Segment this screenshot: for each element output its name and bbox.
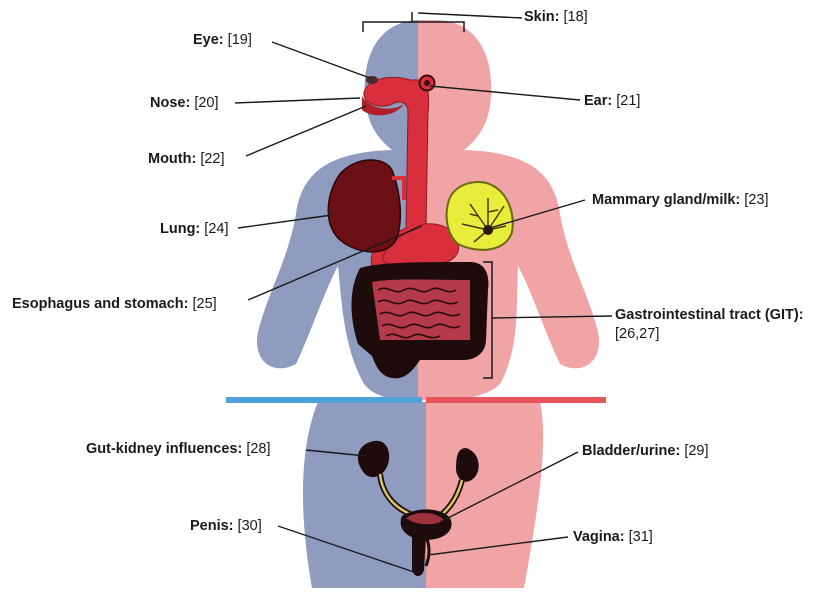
leader-skin bbox=[418, 13, 522, 18]
label-skin-ref: [18] bbox=[563, 9, 587, 25]
label-lung-ref: [24] bbox=[204, 221, 228, 237]
label-bladder-name: Bladder/urine: bbox=[582, 443, 680, 459]
leader-mouth bbox=[246, 106, 366, 156]
label-nose: Nose: [20] bbox=[150, 94, 219, 112]
label-mouth: Mouth: [22] bbox=[148, 150, 225, 168]
label-esophagus: Esophagus and stomach: [25] bbox=[12, 295, 217, 313]
label-esophagus-ref: [25] bbox=[192, 296, 216, 312]
label-bladder-ref: [29] bbox=[684, 443, 708, 459]
leader-nose bbox=[235, 98, 360, 103]
label-git-name: Gastrointestinal tract (GIT): bbox=[615, 307, 804, 323]
label-git: Gastrointestinal tract (GIT): [26,27] bbox=[615, 306, 804, 344]
leader-eye bbox=[272, 42, 370, 78]
label-vagina-ref: [31] bbox=[629, 529, 653, 545]
label-mammary: Mammary gland/milk: [23] bbox=[592, 191, 768, 209]
label-gutkidney-name: Gut-kidney influences: bbox=[86, 441, 242, 457]
label-bladder: Bladder/urine: [29] bbox=[582, 442, 709, 460]
label-nose-name: Nose: bbox=[150, 95, 190, 111]
label-vagina-name: Vagina: bbox=[573, 529, 625, 545]
label-penis: Penis: [30] bbox=[190, 517, 262, 535]
label-nose-ref: [20] bbox=[194, 95, 218, 111]
label-mouth-ref: [22] bbox=[200, 151, 224, 167]
label-eye-name: Eye: bbox=[193, 32, 224, 48]
label-skin-name: Skin: bbox=[524, 9, 559, 25]
label-ear: Ear: [21] bbox=[584, 92, 640, 110]
label-esophagus-name: Esophagus and stomach: bbox=[12, 296, 188, 312]
label-eye: Eye: [19] bbox=[193, 31, 252, 49]
label-penis-name: Penis: bbox=[190, 518, 234, 534]
label-gutkidney: Gut-kidney influences: [28] bbox=[86, 440, 271, 458]
label-mammary-ref: [23] bbox=[744, 192, 768, 208]
label-ear-ref: [21] bbox=[616, 93, 640, 109]
label-vagina: Vagina: [31] bbox=[573, 528, 653, 546]
label-gutkidney-ref: [28] bbox=[246, 441, 270, 457]
label-git-ref: [26,27] bbox=[615, 326, 659, 342]
label-ear-name: Ear: bbox=[584, 93, 612, 109]
label-skin: Skin: [18] bbox=[524, 8, 588, 26]
label-lung: Lung: [24] bbox=[160, 220, 228, 238]
divider-male bbox=[226, 397, 422, 403]
label-mouth-name: Mouth: bbox=[148, 151, 196, 167]
label-eye-ref: [19] bbox=[228, 32, 252, 48]
label-lung-name: Lung: bbox=[160, 221, 200, 237]
divider-female bbox=[426, 397, 606, 403]
label-penis-ref: [30] bbox=[238, 518, 262, 534]
label-mammary-name: Mammary gland/milk: bbox=[592, 192, 740, 208]
penis-icon bbox=[412, 536, 426, 576]
